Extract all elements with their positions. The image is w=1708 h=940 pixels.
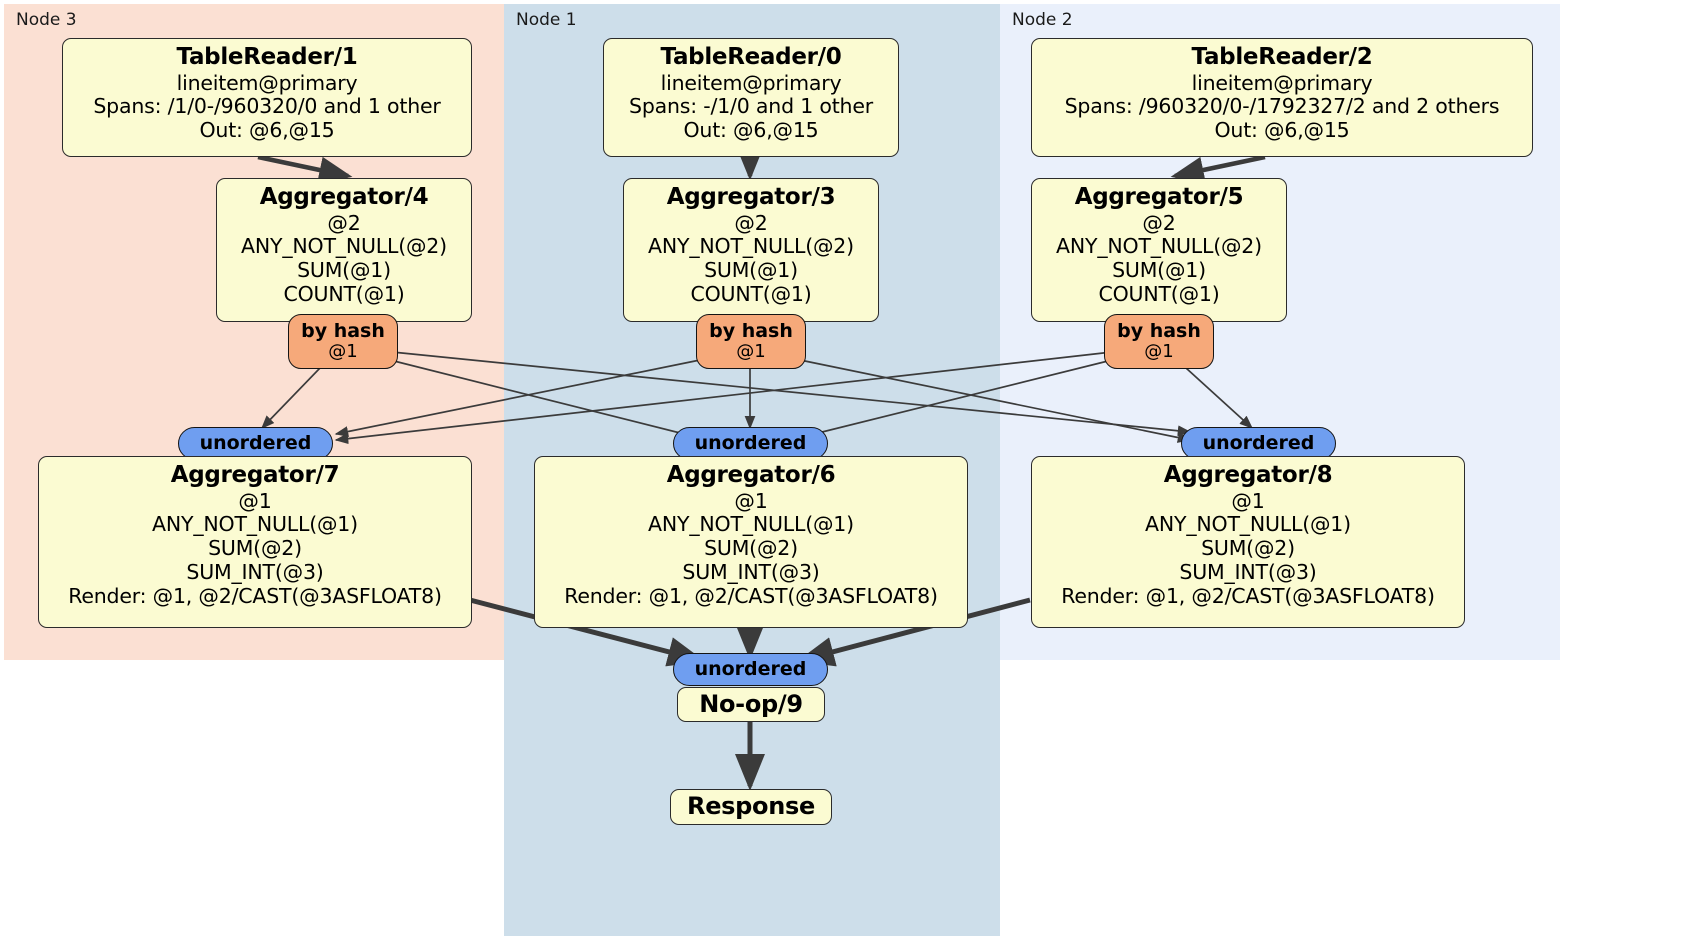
processor-aggregator-4[interactable]: Aggregator/4 @2 ANY_NOT_NULL(@2) SUM(@1)… — [216, 178, 472, 322]
processor-render: Render: @1, @2/CAST(@3ASFLOAT8) — [1061, 583, 1435, 608]
processor-table-reader-2[interactable]: TableReader/2 lineitem@primary Spans: /9… — [1031, 38, 1533, 157]
synchronizer-label: unordered — [199, 432, 312, 455]
synchronizer-label: unordered — [694, 432, 807, 455]
router-kind-label: by hash — [709, 320, 793, 343]
processor-title: Aggregator/8 — [1163, 462, 1333, 488]
processor-title: TableReader/1 — [176, 44, 358, 70]
processor-title: Response — [687, 792, 815, 821]
processor-render: Render: @1, @2/CAST(@3ASFLOAT8) — [564, 583, 938, 608]
processor-detail-table: lineitem@primary — [176, 70, 358, 95]
processor-agg-2: SUM(@1) — [297, 258, 391, 283]
processor-aggregator-7[interactable]: Aggregator/7 @1 ANY_NOT_NULL(@1) SUM(@2)… — [38, 456, 472, 628]
processor-detail-table: lineitem@primary — [660, 70, 842, 95]
router-by-hash-center[interactable]: by hash @1 — [696, 314, 806, 369]
processor-response[interactable]: Response — [670, 789, 832, 825]
processor-title: Aggregator/4 — [259, 184, 429, 210]
processor-detail-spans: Spans: /1/0-/960320/0 and 1 other — [93, 94, 441, 119]
processor-no-op-9[interactable]: No-op/9 — [677, 687, 825, 722]
processor-detail-out: Out: @6,@15 — [683, 118, 819, 143]
synchronizer-label: unordered — [694, 658, 807, 681]
processor-aggregator-6[interactable]: Aggregator/6 @1 ANY_NOT_NULL(@1) SUM(@2)… — [534, 456, 968, 628]
router-by-hash-left[interactable]: by hash @1 — [288, 314, 398, 369]
processor-agg-2: SUM(@1) — [1112, 258, 1206, 283]
processor-detail-out: Out: @6,@15 — [1214, 118, 1350, 143]
processor-detail-spans: Spans: -/1/0 and 1 other — [629, 94, 873, 119]
processor-table-reader-0[interactable]: TableReader/0 lineitem@primary Spans: -/… — [603, 38, 899, 157]
processor-agg-2: SUM(@1) — [704, 258, 798, 283]
processor-agg-1: ANY_NOT_NULL(@2) — [648, 234, 854, 259]
processor-aggregator-8[interactable]: Aggregator/8 @1 ANY_NOT_NULL(@1) SUM(@2)… — [1031, 456, 1465, 628]
processor-agg-1: ANY_NOT_NULL(@1) — [152, 512, 358, 537]
processor-agg-1: ANY_NOT_NULL(@1) — [1145, 512, 1351, 537]
router-column-label: @1 — [736, 341, 766, 363]
processor-title: Aggregator/6 — [666, 462, 836, 488]
node-panel-label: Node 3 — [16, 10, 77, 30]
processor-table-reader-1[interactable]: TableReader/1 lineitem@primary Spans: /1… — [62, 38, 472, 157]
processor-agg-3: COUNT(@1) — [1098, 281, 1220, 306]
synchronizer-unordered-left[interactable]: unordered — [178, 427, 333, 460]
router-by-hash-right[interactable]: by hash @1 — [1104, 314, 1214, 369]
processor-group-cols: @2 — [734, 210, 768, 235]
synchronizer-unordered-final[interactable]: unordered — [673, 653, 828, 686]
router-column-label: @1 — [1144, 341, 1174, 363]
node-panel-label: Node 1 — [516, 10, 577, 30]
processor-detail-spans: Spans: /960320/0-/1792327/2 and 2 others — [1064, 94, 1500, 119]
processor-agg-1: ANY_NOT_NULL(@1) — [648, 512, 854, 537]
processor-title: Aggregator/7 — [170, 462, 340, 488]
processor-title: TableReader/0 — [660, 44, 842, 70]
processor-title: No-op/9 — [699, 689, 803, 718]
processor-aggregator-3[interactable]: Aggregator/3 @2 ANY_NOT_NULL(@2) SUM(@1)… — [623, 178, 879, 322]
synchronizer-label: unordered — [1202, 432, 1315, 455]
processor-agg-3: SUM_INT(@3) — [186, 559, 324, 584]
processor-agg-1: ANY_NOT_NULL(@2) — [1056, 234, 1262, 259]
processor-agg-3: COUNT(@1) — [690, 281, 812, 306]
router-kind-label: by hash — [1117, 320, 1201, 343]
processor-agg-3: SUM_INT(@3) — [1179, 559, 1317, 584]
processor-title: Aggregator/5 — [1074, 184, 1244, 210]
processor-agg-2: SUM(@2) — [1201, 536, 1295, 561]
processor-detail-out: Out: @6,@15 — [199, 118, 335, 143]
processor-agg-1: ANY_NOT_NULL(@2) — [241, 234, 447, 259]
processor-agg-2: SUM(@2) — [208, 536, 302, 561]
synchronizer-unordered-center[interactable]: unordered — [673, 427, 828, 460]
processor-aggregator-5[interactable]: Aggregator/5 @2 ANY_NOT_NULL(@2) SUM(@1)… — [1031, 178, 1287, 322]
processor-group-cols: @1 — [734, 488, 768, 513]
router-column-label: @1 — [328, 341, 358, 363]
processor-group-cols: @1 — [238, 488, 272, 513]
processor-title: Aggregator/3 — [666, 184, 836, 210]
node-panel-label: Node 2 — [1012, 10, 1073, 30]
processor-detail-table: lineitem@primary — [1191, 70, 1373, 95]
processor-group-cols: @2 — [1142, 210, 1176, 235]
processor-group-cols: @1 — [1231, 488, 1265, 513]
processor-group-cols: @2 — [327, 210, 361, 235]
processor-title: TableReader/2 — [1191, 44, 1373, 70]
synchronizer-unordered-right[interactable]: unordered — [1181, 427, 1336, 460]
processor-agg-3: SUM_INT(@3) — [682, 559, 820, 584]
processor-agg-2: SUM(@2) — [704, 536, 798, 561]
processor-agg-3: COUNT(@1) — [283, 281, 405, 306]
router-kind-label: by hash — [301, 320, 385, 343]
processor-render: Render: @1, @2/CAST(@3ASFLOAT8) — [68, 583, 442, 608]
